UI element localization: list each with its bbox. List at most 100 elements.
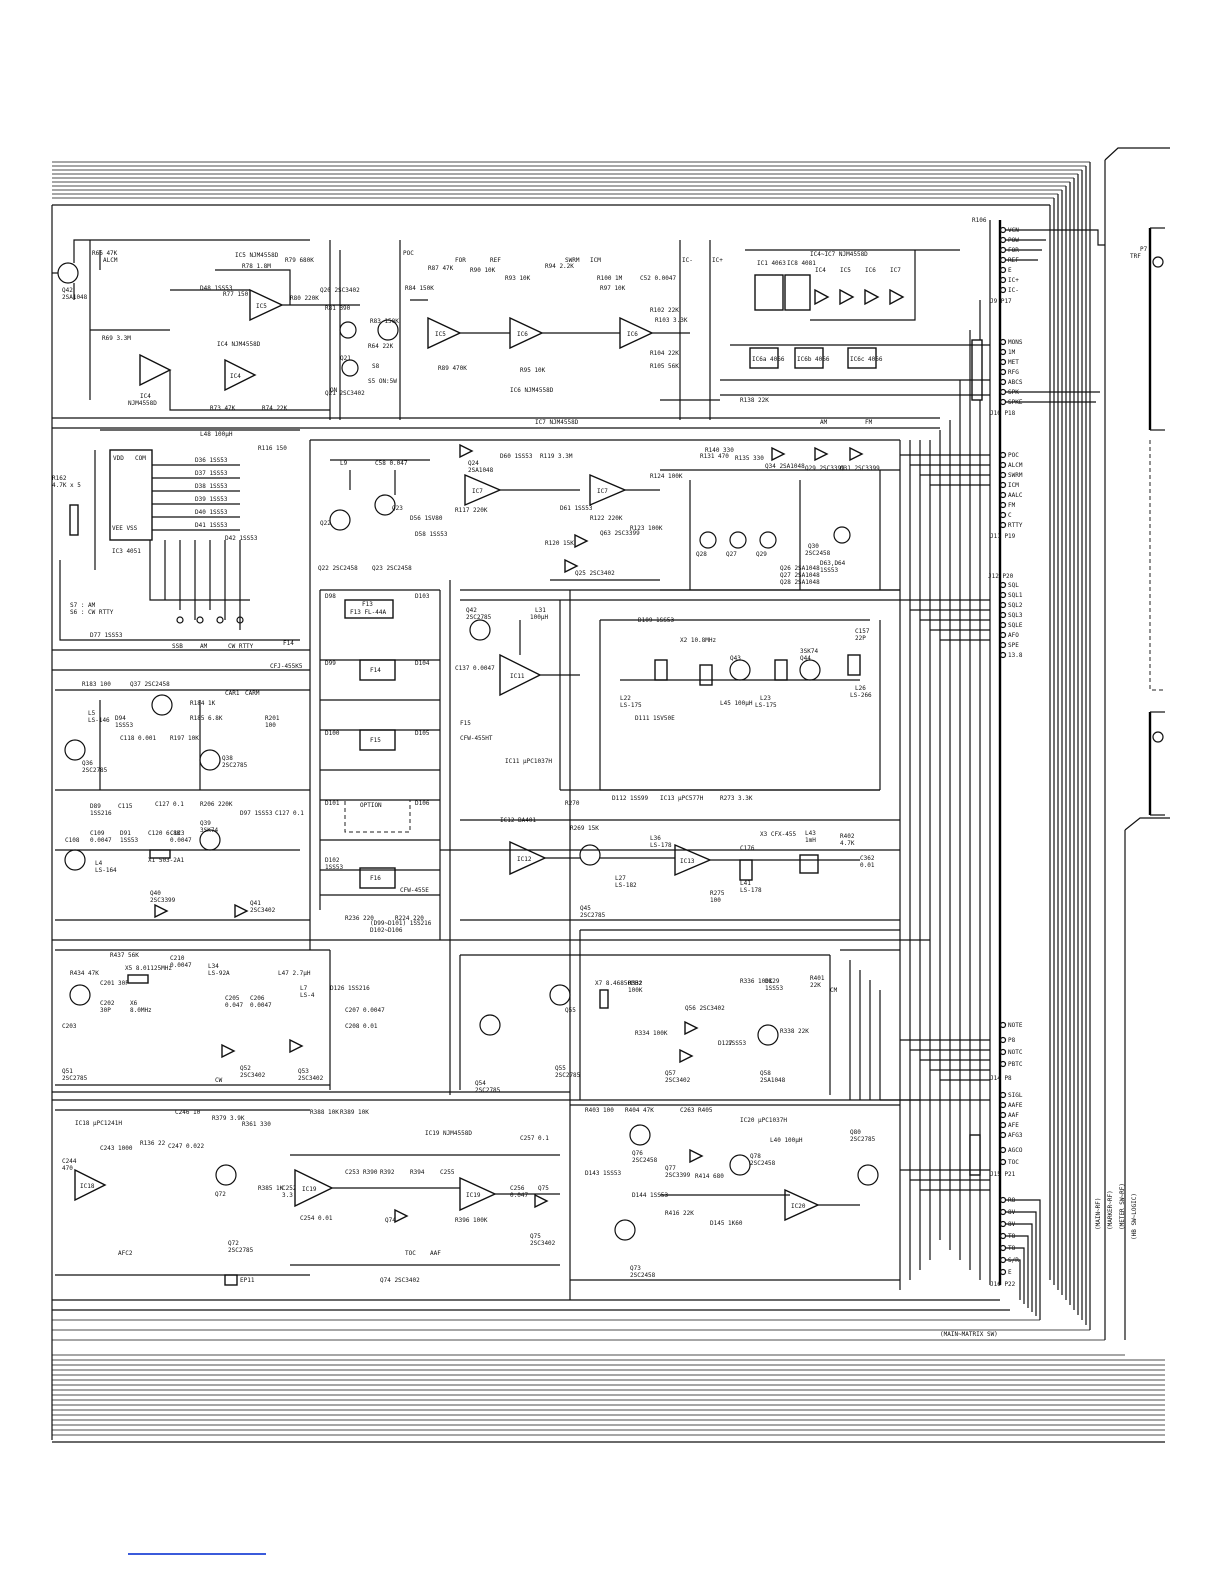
svg-text:L27: L27: [615, 875, 626, 882]
section-left-low: C108 C109 0.0047 D91 1SS53 C120 6.8K C12…: [55, 810, 310, 921]
j12-pin-3: SQL3: [1008, 612, 1023, 619]
svg-text:C157: C157: [855, 628, 870, 635]
svg-text:R66 47K: R66 47K: [92, 250, 118, 257]
svg-text:2SC2785: 2SC2785: [466, 614, 492, 621]
svg-text:R394: R394: [410, 1169, 425, 1176]
svg-text:2SA1048: 2SA1048: [468, 467, 494, 474]
svg-text:R78 1.8M: R78 1.8M: [242, 263, 271, 270]
diodes-note2: D102~D106: [370, 927, 403, 934]
svg-text:Q29 2SC3399: Q29 2SC3399: [805, 465, 845, 472]
svg-text:S8: S8: [372, 363, 380, 370]
svg-text:1SS53: 1SS53: [765, 985, 783, 992]
svg-text:D111 1SV50E: D111 1SV50E: [635, 715, 675, 722]
svg-text:L9: L9: [340, 460, 348, 467]
svg-text:IC6: IC6: [517, 331, 528, 338]
svg-text:LS-4: LS-4: [300, 992, 315, 999]
j16-name: J16 P22: [990, 1281, 1016, 1288]
section-left-mid: R183 100 Q37 2SC2458 Q36 2SC2785 Q38 2SC…: [55, 681, 310, 817]
svg-text:Q54: Q54: [475, 1080, 486, 1087]
svg-text:2SC3402: 2SC3402: [298, 1075, 324, 1082]
ic4-label: IC4 NJM4558D: [217, 341, 261, 348]
svg-text:100: 100: [710, 897, 721, 904]
svg-text:Q21: Q21: [340, 355, 351, 362]
svg-text:2SC2785: 2SC2785: [62, 1075, 88, 1082]
svg-text:R100 1M: R100 1M: [597, 275, 623, 282]
svg-text:Q52: Q52: [240, 1065, 251, 1072]
svg-text:Q58: Q58: [760, 1070, 771, 1077]
connector-j9: R106 VCN POW FOR REF E IC+ IC- J9 P17: [972, 217, 1105, 305]
svg-text:Q44: Q44: [800, 655, 811, 662]
svg-text:8.0MHz: 8.0MHz: [130, 1007, 152, 1014]
svg-text:LS-175: LS-175: [755, 702, 777, 709]
svg-text:R361 330: R361 330: [242, 1121, 271, 1128]
svg-text:2SC3402: 2SC3402: [530, 1240, 556, 1247]
svg-text:ON: ON: [330, 387, 338, 394]
ic19-label: IC19 NJM4558D: [425, 1130, 472, 1137]
svg-text:Q34 2SA1048: Q34 2SA1048: [765, 463, 805, 470]
svg-text:C247 0.022: C247 0.022: [168, 1143, 205, 1150]
svg-text:F14: F14: [283, 640, 294, 647]
svg-text:POC: POC: [403, 250, 414, 257]
svg-text:Q39: Q39: [200, 820, 211, 827]
svg-text:Q23: Q23: [392, 505, 403, 512]
svg-text:L47 2.7µH: L47 2.7µH: [278, 970, 311, 977]
svg-text:L7: L7: [300, 985, 308, 992]
svg-text:2SC3402: 2SC3402: [665, 1077, 691, 1084]
svg-text:IC19: IC19: [466, 1192, 481, 1199]
svg-text:R336 100K: R336 100K: [740, 978, 773, 985]
svg-text:ALCM: ALCM: [103, 257, 118, 264]
j12-pin-2: SQL2: [1008, 602, 1023, 609]
svg-text:IC7: IC7: [890, 267, 901, 274]
svg-text:Q76: Q76: [632, 1150, 643, 1157]
svg-text:D129: D129: [765, 978, 780, 985]
interconnect-wires: [439, 454, 990, 1191]
x3-label: X3 CFX-455: [760, 831, 797, 838]
svg-text:F13: F13: [362, 601, 373, 608]
svg-text:L26: L26: [855, 685, 866, 692]
svg-text:C244: C244: [62, 1158, 77, 1165]
svg-text:L36: L36: [650, 835, 661, 842]
j15-pin-1: AAFE: [1008, 1102, 1023, 1109]
svg-text:D112 1SS99: D112 1SS99: [612, 795, 649, 802]
svg-text:IC12: IC12: [517, 856, 532, 863]
svg-text:470: 470: [62, 1165, 73, 1172]
svg-text:C108: C108: [65, 837, 80, 844]
side-bus-labels: (MAIN~RF) (MARKER~RF) (METER SW~RF) (HB …: [1095, 1183, 1138, 1240]
svg-text:100: 100: [265, 722, 276, 729]
option-label: OPTION: [360, 802, 382, 809]
j9-pin-6: IC-: [1008, 287, 1019, 294]
ic20-label: IC20 µPC1037H: [740, 1117, 787, 1124]
svg-text:D48 1SS53: D48 1SS53: [200, 285, 233, 292]
svg-text:Q51: Q51: [62, 1068, 73, 1075]
svg-text:Q22: Q22: [320, 520, 331, 527]
svg-text:Q75: Q75: [530, 1233, 541, 1240]
svg-text:R81 390: R81 390: [325, 305, 351, 312]
x2-label: X2 10.8MHz: [680, 637, 717, 644]
svg-text:2SC3399: 2SC3399: [665, 1172, 691, 1179]
svg-text:C210: C210: [170, 955, 185, 962]
j11-pin-6: C: [1008, 512, 1012, 519]
svg-text:IC19: IC19: [302, 1186, 317, 1193]
svg-text:Q43: Q43: [730, 655, 741, 662]
svg-text:C137 0.0047: C137 0.0047: [455, 665, 495, 672]
svg-text:100K: 100K: [628, 987, 643, 994]
svg-text:Q41: Q41: [250, 900, 261, 907]
svg-text:R135 330: R135 330: [735, 455, 764, 462]
j15-pin-6: TOC: [1008, 1159, 1019, 1166]
svg-text:Q27: Q27: [726, 551, 737, 558]
svg-text:AFC2: AFC2: [118, 1250, 133, 1257]
svg-text:R117 220K: R117 220K: [455, 507, 488, 514]
svg-text:LS-146: LS-146: [88, 717, 110, 724]
svg-text:COM: COM: [135, 455, 146, 462]
x5-label: X5 8.01125MHz: [125, 965, 172, 972]
svg-text:Q23 2SC2458: Q23 2SC2458: [372, 565, 412, 572]
svg-text:D61 1SS53: D61 1SS53: [560, 505, 593, 512]
svg-text:2SC2458: 2SC2458: [630, 1272, 656, 1279]
svg-text:0.047: 0.047: [510, 1192, 528, 1199]
svg-text:D98: D98: [325, 593, 336, 600]
section-ic18: IC18 µPC1241H IC18 C243 1000 C244 470 R1…: [55, 1109, 310, 1286]
svg-text:R379 3.9K: R379 3.9K: [212, 1115, 245, 1122]
svg-text:C207 0.0047: C207 0.0047: [345, 1007, 385, 1014]
svg-text:R97 10K: R97 10K: [600, 285, 626, 292]
filter-cfw455ht: CFW-455HT: [460, 735, 493, 742]
